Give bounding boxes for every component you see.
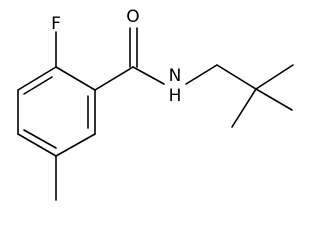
bond-quaternary-methyl-up: [255, 64, 294, 90]
nitrogen-symbol: N: [169, 66, 182, 86]
bond-ring-carbonyl: [94, 66, 134, 91]
bond-quaternary-methyl-down: [231, 88, 257, 128]
bond-quaternary-methyl-right: [255, 88, 293, 111]
ring-bond-c1-c2: [55, 66, 96, 91]
amide-hydrogen-symbol: H: [169, 86, 182, 106]
ring-bond-c5-c6: [55, 133, 96, 157]
bond-carbonyl-nitrogen: [132, 66, 165, 85]
bond-nitrogen-ch2: [185, 64, 218, 85]
ring-bond-c2-c3-inner: [23, 76, 53, 95]
oxygen-label: O: [126, 7, 139, 27]
ring-bond-c2-c3: [17, 66, 57, 91]
ring-bond-c4-c5: [17, 133, 57, 157]
ring-bond-c4-c5-inner: [23, 129, 57, 149]
bond-ch2-quaternary: [216, 64, 257, 90]
aromatic-ring: [17, 66, 96, 157]
fluorine-label: F: [51, 14, 61, 34]
